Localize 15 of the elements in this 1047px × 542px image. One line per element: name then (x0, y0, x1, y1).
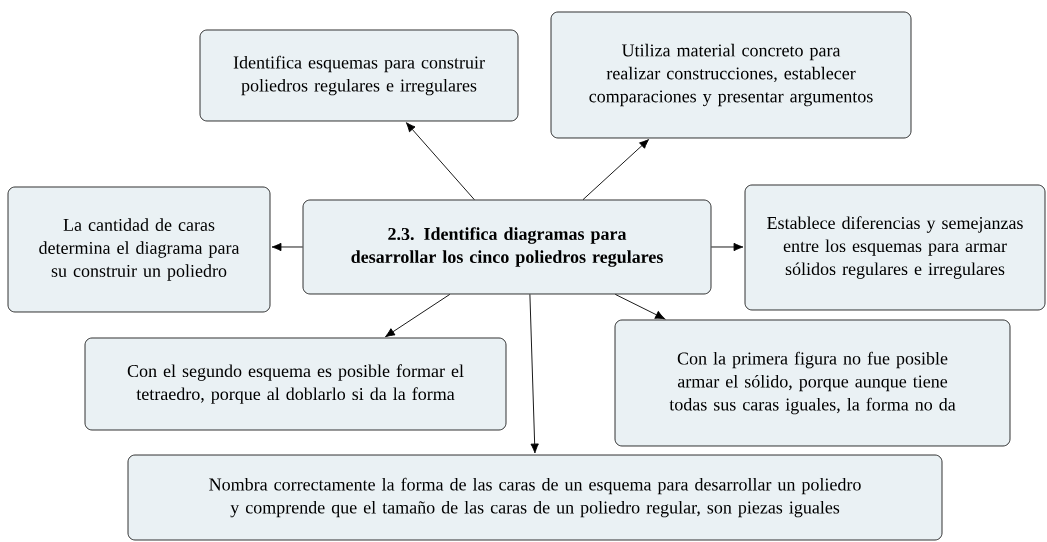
concept-box: Establece diferencias y semejanzas entre los esquemas para armar sólidos regulares e irregulares (744, 184, 1046, 311)
concept-box: Con el segundo esquema es posible formar el tetraedro, porque al doblarlo si da la forma (84, 337, 507, 431)
concept-box: Con la primera figura no fue posible armar el sólido, porque aunque tiene todas sus caras iguales, la forma no da (614, 319, 1011, 447)
arrow (529, 293, 539, 454)
arrow (582, 139, 649, 201)
arrow (385, 293, 451, 338)
topic-box: 2.3. Identifica diagramas para desarrollar los cinco poliedros regulares (302, 199, 712, 295)
arrow (405, 122, 475, 201)
concept-box: La cantidad de caras determina el diagrama para su construir un poliedro (7, 186, 271, 313)
concept-box: Utiliza material concreto para realizar construcciones, establecer comparaciones y presentar argumentos (550, 11, 912, 139)
arrow (271, 242, 304, 252)
arrow (710, 242, 744, 252)
concept-box: Identifica esquemas para construir poliedros regulares e irregulares (199, 29, 519, 122)
concept-box: Nombra correctamente la forma de las caras de un esquema para desarrollar un poliedro y comprende que el tamaño de las caras de un poliedro regular, son piezas iguales (127, 454, 943, 541)
arrow (614, 293, 665, 320)
